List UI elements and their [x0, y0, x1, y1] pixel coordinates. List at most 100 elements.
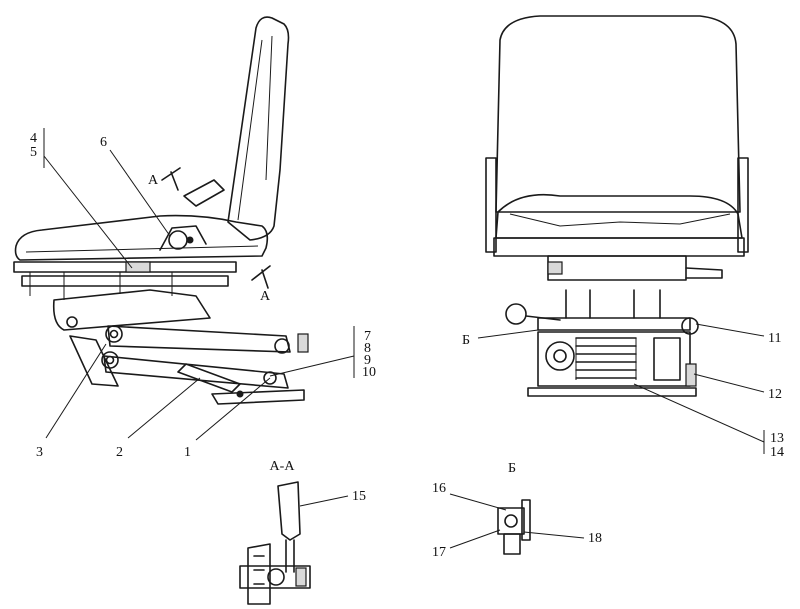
- leader-b-ref: [477, 329, 539, 339]
- callout-6: 6: [100, 135, 107, 150]
- front-stop-12: [685, 363, 697, 387]
- side-backrest: [227, 16, 290, 241]
- section-lever: [277, 481, 301, 541]
- side-recline-pin: [186, 236, 194, 244]
- leader-6: [109, 149, 171, 237]
- leader-2: [127, 377, 201, 439]
- callout-3: 3: [36, 445, 43, 460]
- leader-18: [523, 531, 585, 539]
- detail-b: Б: [497, 461, 531, 555]
- callout-4: 4: [30, 131, 37, 146]
- section-arrow-lower: [251, 265, 271, 289]
- callout-11: 11: [768, 331, 781, 346]
- callout-10: 10: [362, 365, 376, 380]
- side-link-pivot-a-in: [109, 329, 119, 339]
- front-left-damper: [545, 341, 575, 371]
- front-spring: [575, 337, 637, 380]
- leader-lines: [43, 128, 765, 549]
- section-washer: [295, 567, 307, 587]
- callout-13: 13: [770, 431, 784, 446]
- callout-9: 9: [364, 353, 371, 368]
- side-base-bolt: [236, 390, 244, 398]
- front-cushion-fold: [509, 213, 731, 227]
- section-bracket: [247, 543, 271, 605]
- side-recline-pivot: [168, 230, 188, 250]
- front-handle-knob: [505, 303, 527, 325]
- front-slide-lock: [547, 261, 563, 275]
- front-base-plate: [527, 387, 697, 397]
- section-marks: А А: [148, 167, 271, 304]
- side-base-plate: [211, 389, 305, 405]
- section-a-a: А-А: [239, 459, 311, 605]
- side-link-pivot-c: [274, 338, 290, 354]
- section-nut: [239, 565, 311, 589]
- front-spring-housing: [537, 331, 691, 387]
- leader-17: [449, 529, 501, 549]
- callout-18: 18: [588, 531, 602, 546]
- side-cushion-seam: [25, 245, 259, 253]
- callout-16: 16: [432, 481, 446, 496]
- front-side-bracket: [685, 267, 723, 279]
- front-backrest: [495, 15, 741, 213]
- side-rail-detail: [29, 272, 173, 300]
- callout-b-ref: Б: [462, 333, 470, 348]
- leader-15: [299, 495, 349, 507]
- front-backrest-frame: [485, 157, 749, 253]
- side-upper-plate: [52, 289, 211, 331]
- side-lower-link: [103, 355, 289, 389]
- side-slide-lock: [125, 261, 151, 273]
- front-right-bracket: [653, 337, 681, 381]
- side-link-pivot-b-in: [105, 355, 115, 365]
- leader-4-5: [43, 155, 133, 269]
- side-rear-bracket: [69, 335, 119, 387]
- callout-14: 14: [770, 445, 784, 460]
- callout-5: 5: [30, 145, 37, 160]
- callout-17: 17: [432, 545, 446, 560]
- detail-b-housing: [497, 507, 525, 535]
- side-recline-lever: [159, 225, 207, 251]
- leader-13-14: [633, 383, 765, 443]
- callout-12: 12: [768, 387, 782, 402]
- side-front-stop: [297, 333, 309, 353]
- front-left-damper-in: [553, 349, 567, 363]
- detail-b-plate: [521, 499, 531, 541]
- front-top-plate: [537, 317, 691, 331]
- side-diagonal-link: [177, 363, 241, 393]
- side-lower-rail: [21, 275, 229, 287]
- detail-b-title: Б: [508, 461, 516, 476]
- front-linkage: [565, 289, 661, 319]
- side-link-pivot-a: [105, 325, 123, 343]
- leader-1: [195, 377, 271, 441]
- side-link-pivot-d: [263, 371, 277, 385]
- leader-3: [45, 343, 107, 439]
- side-upper-rail: [13, 261, 237, 273]
- detail-b-stem: [503, 533, 521, 555]
- callout-7: 7: [364, 329, 371, 344]
- callout-1: 1: [184, 445, 191, 460]
- side-cushion: [14, 214, 269, 261]
- front-seat-pan: [493, 237, 745, 257]
- callout-8: 8: [364, 341, 371, 356]
- section-mark-upper: А: [148, 173, 159, 188]
- side-backrest-inner: [237, 35, 273, 221]
- side-view: [13, 16, 309, 405]
- front-cushion: [495, 193, 743, 239]
- leader-12: [693, 373, 765, 393]
- callout-2: 2: [116, 445, 123, 460]
- front-frame-bracket: [547, 255, 687, 281]
- detail-b-pin: [504, 514, 518, 528]
- section-a-a-title: А-А: [270, 459, 296, 474]
- side-armrest: [183, 179, 225, 207]
- side-plate-bolt: [66, 316, 78, 328]
- leader-11: [695, 323, 765, 337]
- side-upper-link: [107, 325, 291, 353]
- section-arrow-upper: [161, 167, 181, 191]
- leader-16: [449, 493, 507, 511]
- section-mark-lower: А: [260, 289, 271, 304]
- section-bolt: [267, 568, 285, 586]
- section-rod: [285, 539, 295, 573]
- front-view: [485, 15, 749, 397]
- callout-15: 15: [352, 489, 366, 504]
- leader-7-10: [269, 355, 355, 377]
